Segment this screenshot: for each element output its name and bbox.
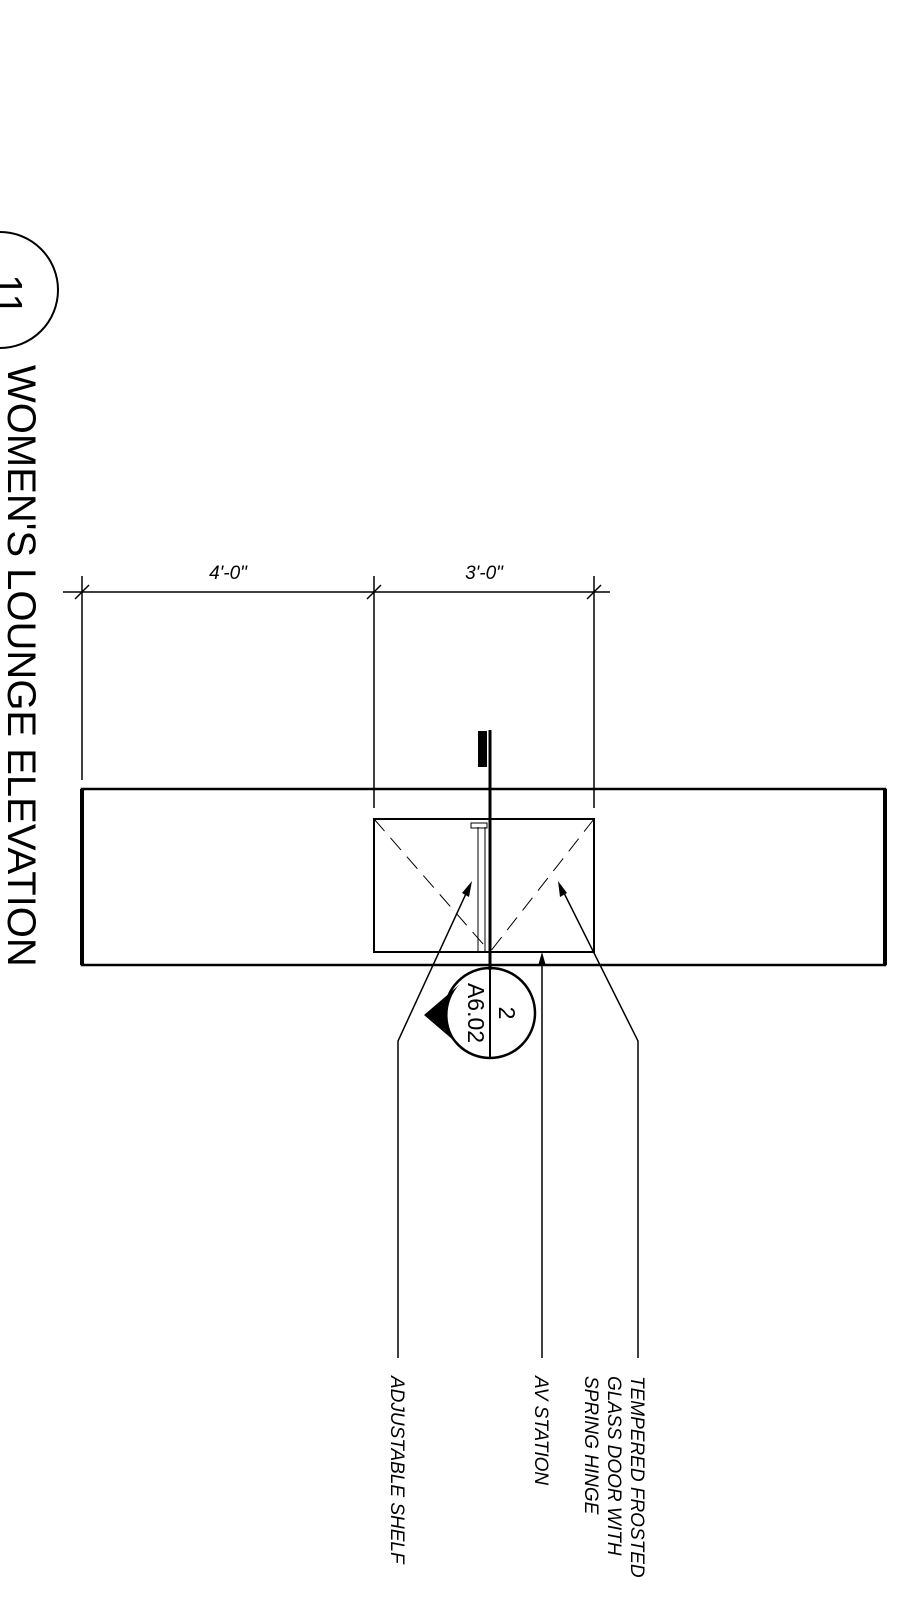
notes: ADJUSTABLE SHELF AV STATION TEMPERED FRO… xyxy=(386,1375,647,1578)
note-door-line1: TEMPERED FROSTED xyxy=(626,1376,647,1578)
leader-arrow-shelf xyxy=(462,881,472,897)
dimension-string: 4'-0" 3'-0" xyxy=(63,563,610,808)
section-tag: 2 A6.02 xyxy=(424,966,537,1060)
section-tag-arrow xyxy=(424,985,459,1045)
note-door-line3: SPRING HINGE xyxy=(580,1376,601,1515)
tick-right xyxy=(586,584,602,600)
view-title: WOMEN'S LOUNGE ELEVATION xyxy=(0,365,43,967)
dimension-right-label: 3'-0" xyxy=(465,563,504,584)
note-av-station: AV STATION xyxy=(530,1375,551,1485)
leader-arrow-door xyxy=(558,881,567,897)
leaders xyxy=(397,881,639,1358)
counter-elevation xyxy=(80,787,887,967)
door-swing-left xyxy=(373,818,491,953)
door-handle xyxy=(470,822,488,829)
leader-adjustable-shelf xyxy=(397,884,471,1358)
view-number: 11 xyxy=(0,274,29,316)
section-cut-bar xyxy=(478,731,487,767)
section-tag-sheet: A6.02 xyxy=(463,983,489,1043)
tick-mid xyxy=(366,584,382,600)
title-block: 11 WOMEN'S LOUNGE ELEVATION xyxy=(0,231,59,967)
section-cut xyxy=(478,730,492,970)
note-door-line2: GLASS DOOR WITH xyxy=(603,1376,624,1556)
door-swing-right xyxy=(489,818,595,953)
note-adjustable-shelf: ADJUSTABLE SHELF xyxy=(386,1375,407,1565)
leader-arrow-av xyxy=(538,952,546,966)
section-tag-number: 2 xyxy=(494,1007,520,1020)
leader-glass-door xyxy=(559,884,639,1358)
door-frame xyxy=(373,818,595,953)
tick-left xyxy=(74,584,90,600)
counter-outline xyxy=(80,787,887,967)
glass-door xyxy=(373,818,595,953)
title-bubble xyxy=(0,231,59,349)
dimension-left-label: 4'-0" xyxy=(209,563,248,584)
